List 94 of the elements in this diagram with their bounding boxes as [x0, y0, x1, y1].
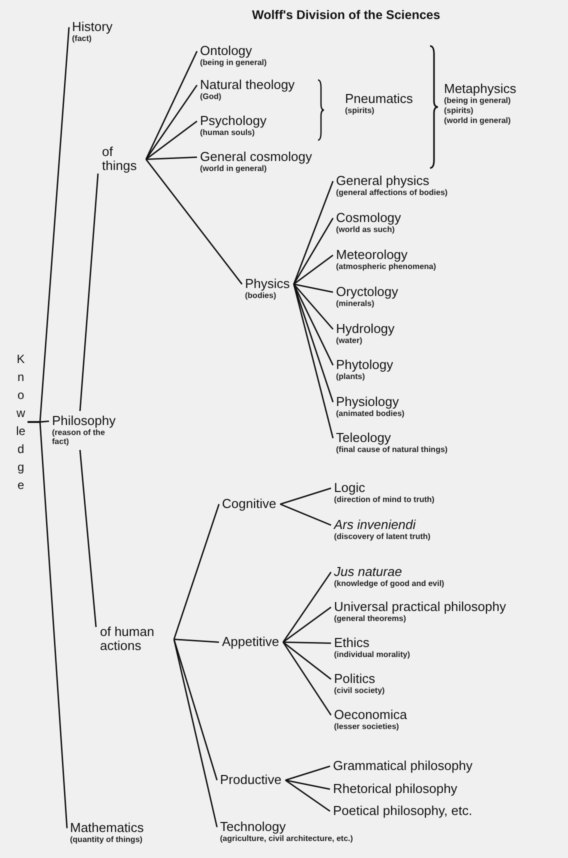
gloss-text: (general affections of bodies) [336, 189, 448, 198]
branch-line [294, 283, 334, 293]
gloss-text: (atmospheric phenomena) [336, 263, 436, 272]
branch-line [282, 572, 332, 643]
diagram-title: Wolff's Division of the Sciences [252, 8, 440, 22]
gloss-text: (water) [336, 337, 362, 346]
gloss-text: (bodies) [245, 292, 276, 302]
branch-label: Logic [334, 481, 366, 496]
branch-label: History [72, 20, 112, 34]
gloss-text: (quantity of things) [70, 836, 142, 846]
branch-line [285, 780, 330, 812]
branch-line [146, 156, 198, 160]
branch-label: Technology [220, 820, 286, 834]
gloss-text: (minerals) [336, 300, 374, 310]
branch-line [145, 84, 198, 160]
gloss-text: (civil society) [334, 687, 385, 696]
branch-label: of human actions [100, 625, 156, 654]
branch-line [293, 284, 334, 438]
branch-label: Ethics [334, 636, 370, 650]
branch-label: Politics [334, 672, 376, 686]
branch-label: General cosmology [200, 150, 312, 164]
branch-line [285, 779, 330, 790]
branch-label: Oryctology [336, 285, 398, 300]
branch-label: Jus naturae [334, 565, 402, 580]
gloss-text: (individual morality) [334, 651, 410, 660]
branch-label: Rhetorical philosophy [333, 782, 458, 796]
branch-label: Cognitive [222, 497, 276, 512]
branch-line [145, 50, 198, 160]
gloss-text: (reason of the fact) [52, 429, 106, 447]
branch-line [280, 487, 332, 505]
gloss-text: (God) [200, 93, 222, 102]
gloss-text: (general theorems) [334, 615, 406, 624]
gloss-text: (world in general) [444, 116, 511, 126]
gloss-text: (lesser societies) [334, 723, 399, 732]
branch-line [79, 450, 97, 628]
gloss-text: (spirits) [444, 107, 474, 116]
branch-line [293, 254, 334, 285]
branch-line [28, 421, 68, 828]
branch-label: Cosmology [336, 211, 402, 226]
gloss-text: (direction of mind to truth) [334, 496, 434, 506]
gloss-text: (knowledge of good and evil) [334, 580, 444, 590]
branch-line [282, 642, 332, 680]
branch-label: Physiology [336, 395, 399, 410]
gloss-text: (world in general) [200, 165, 267, 174]
branch-label: Appetitive [222, 635, 280, 650]
branch-line [293, 218, 334, 284]
branch-line [293, 180, 334, 284]
branch-line [174, 638, 220, 643]
branch-label: Phytology [336, 358, 394, 372]
gloss-text: (discovery of latent truth) [334, 533, 430, 542]
branch-line [285, 765, 330, 781]
branch-label: Physics [245, 277, 290, 292]
branch-label: Psychology [200, 114, 266, 128]
branch-line [79, 174, 99, 412]
branch-label: Metaphysics [444, 82, 516, 96]
branch-line [293, 284, 334, 330]
branch-label: Pneumatics [345, 92, 413, 106]
branch-label: Meteorology [336, 248, 408, 262]
branch-line [145, 158, 243, 285]
gloss-text: (spirits) [345, 107, 374, 116]
branch-label: Poetical philosophy, etc. [333, 804, 472, 818]
branch-label: Ontology [200, 44, 252, 58]
branch-line [146, 120, 198, 160]
branch-line [280, 504, 332, 526]
gloss-text: (fact) [72, 35, 92, 44]
branch-line [293, 284, 334, 366]
branch-line [282, 606, 332, 643]
branch-line [293, 284, 334, 402]
branch-line [173, 639, 218, 780]
branch-line [173, 504, 220, 640]
branch-label: Mathematics [70, 821, 144, 836]
gloss-text: (being in general) [200, 59, 267, 68]
gloss-text: (plants) [336, 373, 365, 382]
branch-label: Universal practical philosophy [334, 600, 506, 614]
gloss-text: (world as such) [336, 226, 395, 236]
gloss-text: (being in general) [444, 97, 511, 106]
branch-label: Teleology [336, 431, 391, 446]
gloss-text: (human souls) [200, 129, 255, 138]
branch-label: Oeconomica [334, 708, 407, 722]
branch-label: Productive [220, 773, 282, 788]
branch-line [282, 642, 332, 716]
branch-label: Natural theology [200, 78, 295, 92]
branch-label: Ars inveniendi [334, 518, 416, 532]
branch-line [173, 639, 218, 828]
branch-line [283, 641, 332, 644]
branch-label: Hydrology [336, 322, 395, 336]
branch-label: Grammatical philosophy [333, 759, 472, 774]
gloss-text: (animated bodies) [336, 410, 404, 420]
gloss-text: (final cause of natural things) [336, 446, 448, 456]
gloss-text: (agriculture, civil architecture, etc.) [220, 835, 353, 844]
branch-label: of things [102, 145, 138, 174]
branch-label: Philosophy [52, 414, 116, 428]
branch-label: General physics [336, 174, 430, 188]
branch-label: Knowledge [16, 351, 26, 494]
